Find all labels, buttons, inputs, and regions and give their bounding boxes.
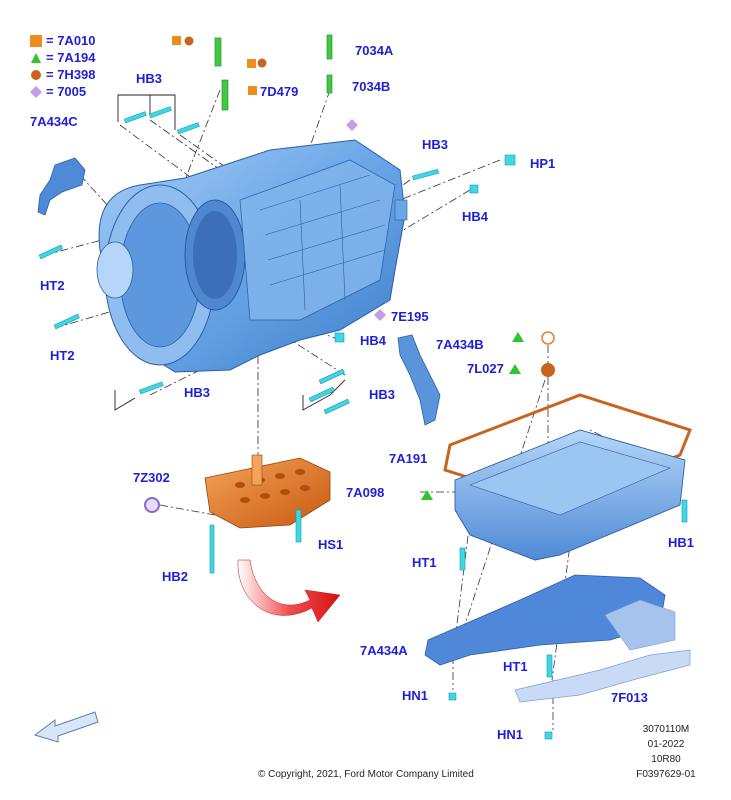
callout-hs1: HS1 [318,537,344,552]
callout-hb4: HB4 [462,209,489,224]
callout-7d479: 7D479 [260,84,299,99]
callout-hb4: HB4 [360,333,387,348]
callout-ht2: HT2 [40,278,65,293]
callout-ht1: HT1 [412,555,437,570]
circle-icon [30,69,42,81]
part-markers [172,36,555,500]
callout-7a434a: 7A434A [360,643,408,658]
bracket-7a434c [37,157,86,216]
legend-label: = 7H398 [46,67,96,82]
meta-code: 3070110M [642,724,690,735]
triangle-icon [30,52,42,64]
callout-hb3: HB3 [422,137,449,152]
legend-item-7005: = 7005 [30,83,96,100]
direction-arrow [237,559,341,623]
bracket-7a434b [397,334,441,426]
callout-hn1: HN1 [497,727,524,742]
callout-7034b: 7034B [352,79,391,94]
square-icon [30,34,42,47]
legend-item-7h398: = 7H398 [30,66,96,83]
callout-7a191: 7A191 [389,451,428,466]
meta-figure-id: F0397629-01 [636,769,696,780]
meta-model: 10R80 [651,754,681,765]
oil-pan [454,429,686,561]
callout-hp1: HP1 [530,156,556,171]
callout-7034a: 7034A [355,43,394,58]
bolts [38,106,688,740]
callout-7e195: 7E195 [391,309,429,324]
callout-hb1: HB1 [668,535,695,550]
legend-label: = 7A010 [46,33,96,48]
callout-7z302: 7Z302 [133,470,170,485]
diamond-icon [30,85,42,98]
callout-ht2: HT2 [50,348,75,363]
gasket-7a191 [443,393,692,507]
callout-7f013: 7F013 [611,690,648,705]
callout-hb3: HB3 [184,385,211,400]
seal-7z302 [144,497,160,513]
callout-7a098: 7A098 [346,485,385,500]
parts-legend: = 7A010 = 7A194 = 7H398 = 7005 [30,32,96,100]
callout-7a434c: 7A434C [30,114,78,129]
callout-7l027: 7L027 [467,361,504,376]
transmission-case [96,139,408,373]
filter-7a098 [204,454,331,529]
cover-7f013 [514,649,691,703]
legend-label: = 7A194 [46,50,96,65]
document-metadata: 3070110M 01-2022 10R80 F0397629-01 [621,724,711,784]
callout-7a434b: 7A434B [436,337,484,352]
callout-brackets [114,94,346,411]
copyright-text: © Copyright, 2021, Ford Motor Company Li… [258,769,474,780]
legend-item-7a010: = 7A010 [30,32,96,49]
legend-item-7a194: = 7A194 [30,49,96,66]
callout-ht1: HT1 [503,659,528,674]
callout-hb2: HB2 [162,569,189,584]
meta-date: 01-2022 [647,739,685,750]
sensors [214,34,333,111]
callout-hb3: HB3 [136,71,163,86]
front-direction-arrow [33,711,99,743]
callout-hn1: HN1 [402,688,429,703]
legend-label: = 7005 [46,84,87,99]
callout-hb3: HB3 [369,387,396,402]
